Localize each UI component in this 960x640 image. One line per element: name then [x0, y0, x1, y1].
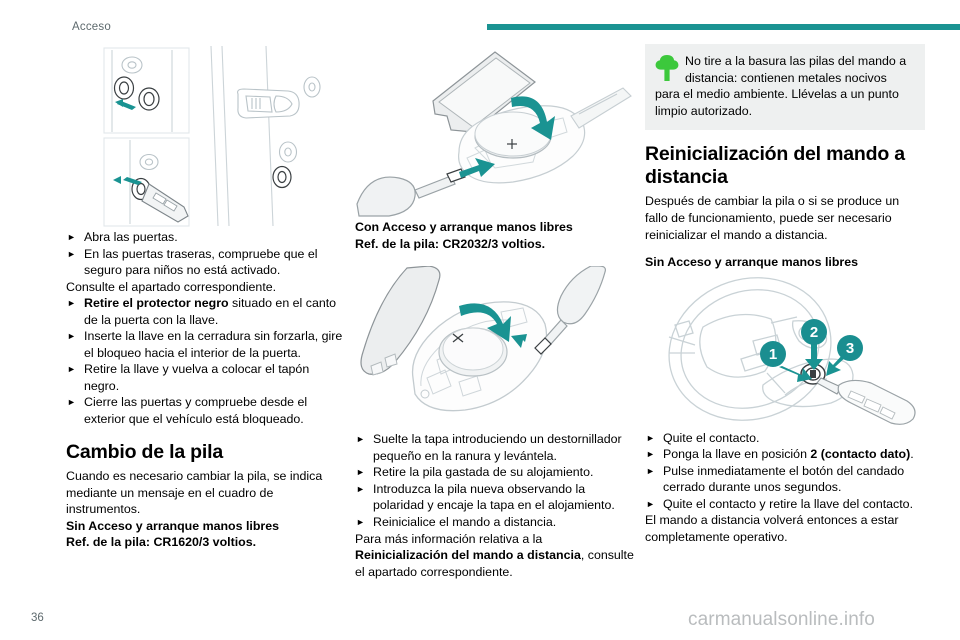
header-rule: [487, 24, 960, 30]
list-item: Quite el contacto.: [645, 430, 925, 447]
right-subheading: Sin Acceso y arranque manos libres: [645, 255, 859, 270]
left-bullet-list-1: Abra las puertas. En las puertas trasera…: [66, 229, 346, 279]
paragraph-lead: Para más información relativa a la: [355, 531, 543, 546]
list-item: Retire la llave y vuelva a colocar el ta…: [66, 361, 346, 394]
page-number: 36: [31, 612, 44, 624]
steering-wheel-ignition-figure: 1 2 3: [645, 275, 925, 430]
middle-bullet-list: Suelte la tapa introduciendo un destorni…: [355, 431, 635, 530]
middle-paragraph-reference: Para más información relativa a la Reini…: [355, 531, 635, 581]
bullet-text-tail: .: [910, 447, 914, 462]
left-paragraph-1: Consulte el apartado correspondiente.: [66, 279, 277, 294]
list-item: Cierre las puertas y compruebe desde el …: [66, 394, 346, 427]
bullet-text: Pulse inmediatamente el botón del candad…: [663, 463, 905, 495]
bullet-text: Cierre las puertas y compruebe desde el …: [84, 395, 308, 427]
list-item: Retire la pila gastada de su alojamiento…: [355, 464, 635, 481]
svg-text:2: 2: [810, 324, 818, 341]
steering-wheel-diagram-svg: 1 2 3: [668, 276, 916, 425]
key-fob-battery-cover-figure: [355, 44, 635, 219]
section-heading-reinicializacion: Reinicialización del mando a distancia: [645, 143, 905, 188]
page-header: Acceso: [0, 0, 960, 40]
list-item: Abra las puertas.: [66, 229, 346, 246]
list-item: Reinicialice el mando a distancia.: [355, 514, 635, 531]
eco-tree-icon: [655, 55, 679, 81]
eco-notice-text: No tire a la basura las pilas del mando …: [655, 54, 907, 118]
left-subheading-2: Ref. de la pila: CR1620/3 voltios.: [66, 535, 257, 550]
list-item: Suelte la tapa introduciendo un destorni…: [355, 431, 635, 464]
svg-text:3: 3: [846, 340, 854, 357]
right-paragraph-2: El mando a distancia volverá entonces a …: [645, 513, 899, 544]
middle-column: Con Acceso y arranque manos libres Ref. …: [355, 44, 635, 580]
list-item: Pulse inmediatamente el botón del candad…: [645, 463, 925, 496]
bullet-emphasis: 2 (contacto dato): [810, 447, 911, 462]
callout-2: 2: [801, 318, 827, 345]
key-fob-cover-diagram-svg: [356, 51, 632, 217]
middle-subheading-1: Con Acceso y arranque manos libres: [355, 220, 573, 234]
callout-3: 3: [837, 334, 863, 361]
bullet-text: Retire la pila gastada de su alojamiento…: [373, 465, 594, 480]
list-item: En las puertas traseras, compruebe que e…: [66, 246, 346, 279]
list-item: Retire el protector negro situado en el …: [66, 295, 346, 328]
middle-subheading-2: Ref. de la pila: CR2032/3 voltios.: [355, 236, 546, 251]
left-column: Abra las puertas. En las puertas trasera…: [66, 44, 346, 551]
bullet-text: Suelte la tapa introduciendo un destorni…: [373, 432, 622, 463]
bullet-text: Quite el contacto y retire la llave del …: [663, 496, 914, 511]
list-item: Introduzca la pila nueva observando la p…: [355, 481, 635, 514]
bullet-emphasis: Retire el protector negro: [84, 296, 229, 311]
paragraph-emphasis: Reinicialización del mando a distancia: [355, 548, 581, 563]
left-paragraph-2: Cuando es necesario cambiar la pila, se …: [66, 469, 323, 517]
remote-key-battery-diagram-svg: [360, 266, 606, 412]
remote-key-battery-replacement-figure: [355, 266, 635, 431]
bullet-text: Introduzca la pila nueva observando la p…: [373, 481, 615, 513]
bullet-text: Retire la llave y vuelva a colocar el ta…: [84, 362, 310, 393]
door-lock-protector-removal-figure: [66, 44, 346, 229]
bullet-text: En las puertas traseras, compruebe que e…: [84, 246, 318, 278]
svg-text:1: 1: [769, 346, 777, 363]
bullet-text: Ponga la llave en posición: [663, 447, 811, 462]
site-watermark: carmanualsonline.info: [688, 609, 875, 630]
chapter-title: Acceso: [72, 21, 111, 33]
bullet-text: Quite el contacto.: [663, 430, 760, 445]
right-column: No tire a la basura las pilas del mando …: [645, 44, 925, 545]
bullet-text: Reinicialice el mando a distancia.: [373, 514, 557, 529]
left-bullet-list-2: Retire el protector negro situado en el …: [66, 295, 346, 427]
bullet-text: Abra las puertas.: [84, 230, 178, 244]
section-heading-cambio-de-la-pila: Cambio de la pila: [66, 440, 223, 463]
bullet-text: Inserte la llave en la cerradura sin for…: [84, 329, 343, 360]
left-subheading-1: Sin Acceso y arranque manos libres: [66, 518, 280, 533]
list-item: Inserte la llave en la cerradura sin for…: [66, 328, 346, 361]
right-bullet-list: Quite el contacto. Ponga la llave en pos…: [645, 430, 925, 513]
list-item: Quite el contacto y retire la llave del …: [645, 496, 925, 513]
paragraph-tail: , consulte el apartado correspondiente.: [355, 548, 634, 579]
bullet-text: situado en el canto de la puerta con la …: [84, 296, 337, 327]
eco-disposal-notice: No tire a la basura las pilas del mando …: [645, 44, 925, 131]
list-item: Ponga la llave en posición 2 (contacto d…: [645, 446, 925, 463]
callout-1: 1: [760, 340, 786, 367]
door-lock-diagram-svg: [103, 45, 321, 227]
right-paragraph-1: Después de cambiar la pila o si se produ…: [645, 194, 900, 242]
